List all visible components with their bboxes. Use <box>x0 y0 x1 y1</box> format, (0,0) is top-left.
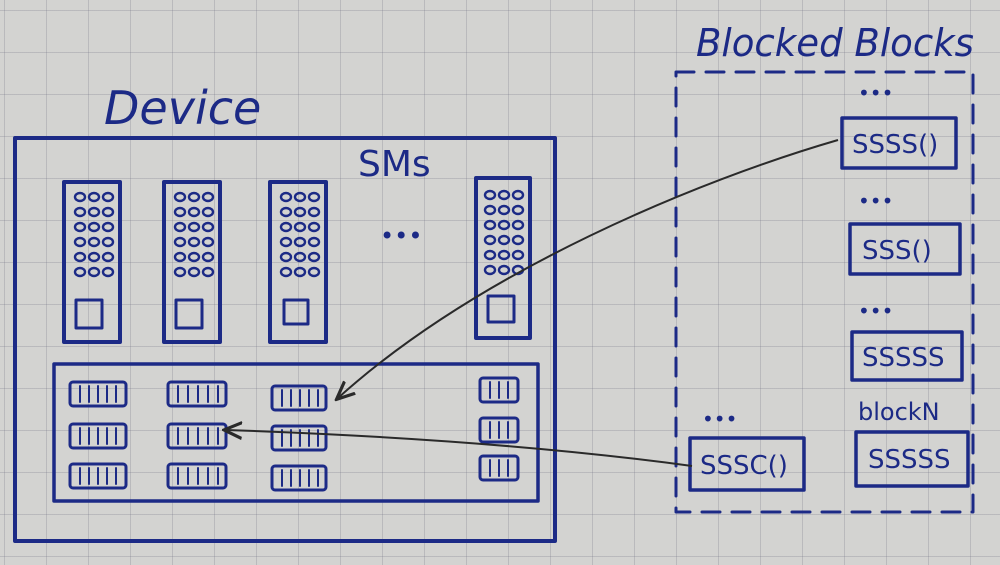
queue-ellipsis: ••• <box>858 299 893 323</box>
warp-marks <box>281 429 319 447</box>
queue-ellipsis: ••• <box>858 189 893 213</box>
sm-1-cores <box>73 191 115 278</box>
sm-3 <box>268 180 328 344</box>
waiting-ellipsis: ••• <box>702 407 737 431</box>
resident-block <box>270 464 328 492</box>
warp-marks <box>177 427 219 445</box>
warp-marks <box>281 389 319 407</box>
waiting-block <box>688 436 806 492</box>
warp-marks <box>79 385 117 403</box>
blocked-blocks-queue <box>674 70 975 514</box>
warp-marks <box>79 427 117 445</box>
blocked-block-2 <box>848 222 962 276</box>
resident-block <box>478 376 520 404</box>
resident-block <box>166 462 228 490</box>
resident-block <box>166 380 228 408</box>
blocked-block-3-code: SSSSS <box>862 343 945 373</box>
blocked-block-n-code: SSSSS <box>868 445 951 475</box>
blocked-block-2-code: SSS() <box>862 236 932 266</box>
warp-marks <box>489 459 509 477</box>
sms-label: SMs <box>358 144 431 185</box>
sm-n-cores <box>483 189 525 276</box>
sm-2 <box>162 180 222 344</box>
resident-block <box>270 384 328 412</box>
resident-block <box>478 454 520 482</box>
resident-block-grid <box>68 376 520 492</box>
device-box <box>13 136 557 543</box>
warp-marks <box>177 467 219 485</box>
blocked-block-3 <box>850 330 964 382</box>
resident-block <box>270 424 328 452</box>
sm-2-shared-memory <box>174 298 204 330</box>
resident-block <box>478 416 520 444</box>
blocked-block-n <box>854 430 970 488</box>
sm-n <box>474 176 532 340</box>
swap-arrow <box>226 430 693 467</box>
block-n-label: blockN <box>858 398 940 426</box>
sm-3-shared-memory <box>282 298 310 326</box>
resident-block <box>68 422 128 450</box>
blocked-block-1-code: SSSS() <box>852 130 938 160</box>
resident-block <box>68 462 128 490</box>
device-label: Device <box>104 81 261 135</box>
sm-3-cores <box>279 191 321 278</box>
resident-blocks-area <box>52 362 540 503</box>
sm-2-cores <box>173 191 215 278</box>
waiting-block-code: SSSC() <box>700 451 788 481</box>
queue-ellipsis: ••• <box>858 81 893 105</box>
dispatch-arrow <box>338 139 839 398</box>
resident-block <box>68 380 128 408</box>
warp-marks <box>281 469 319 487</box>
warp-marks <box>79 467 117 485</box>
sm-n-shared-memory <box>486 294 516 324</box>
sm-ellipsis: ••• <box>380 222 422 250</box>
warp-marks <box>489 421 509 439</box>
warp-marks <box>489 381 509 399</box>
sm-1-shared-memory <box>74 298 104 330</box>
warp-marks <box>177 385 219 403</box>
blocked-blocks-label: Blocked Blocks <box>696 21 974 65</box>
sm-1 <box>62 180 122 344</box>
blocked-block-1 <box>840 116 958 170</box>
